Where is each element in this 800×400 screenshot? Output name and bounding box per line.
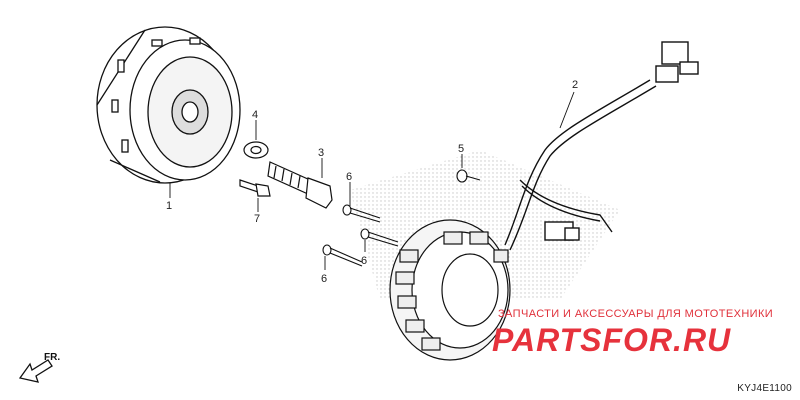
callout-3: 3	[318, 147, 324, 159]
front-direction-label: FR.	[44, 352, 61, 363]
watermark-logo: PARTSFOR.RU	[492, 322, 732, 358]
callout-2: 2	[572, 79, 578, 91]
flywheel-bolt[interactable]	[267, 161, 333, 209]
diagram-code: KYJ4E1100	[737, 383, 792, 394]
watermark-tagline: ЗАПЧАСТИ И АКСЕССУАРЫ ДЛЯ МОТОТЕХНИКИ	[498, 308, 774, 320]
washer[interactable]	[243, 141, 269, 159]
stator-bolt-upper[interactable]	[342, 204, 381, 223]
callout-1: 1	[166, 200, 172, 212]
wire-harness[interactable]	[504, 41, 699, 251]
stator-bolt-lower[interactable]	[322, 244, 363, 267]
callout-6-middle: 6	[361, 255, 367, 267]
front-direction-arrow-icon	[18, 359, 53, 383]
small-bolt[interactable]	[239, 179, 271, 197]
callout-6-upper: 6	[346, 171, 352, 183]
callout-7: 7	[254, 213, 260, 225]
cable-clamp-screw[interactable]	[456, 169, 481, 183]
callout-4: 4	[252, 109, 258, 121]
flywheel-rotor[interactable]	[96, 26, 241, 184]
stator-coil[interactable]	[389, 219, 511, 361]
callout-6-lower: 6	[321, 273, 327, 285]
stator-bolt-middle[interactable]	[360, 228, 399, 247]
callout-5: 5	[458, 143, 464, 155]
leader-lines	[169, 91, 575, 270]
